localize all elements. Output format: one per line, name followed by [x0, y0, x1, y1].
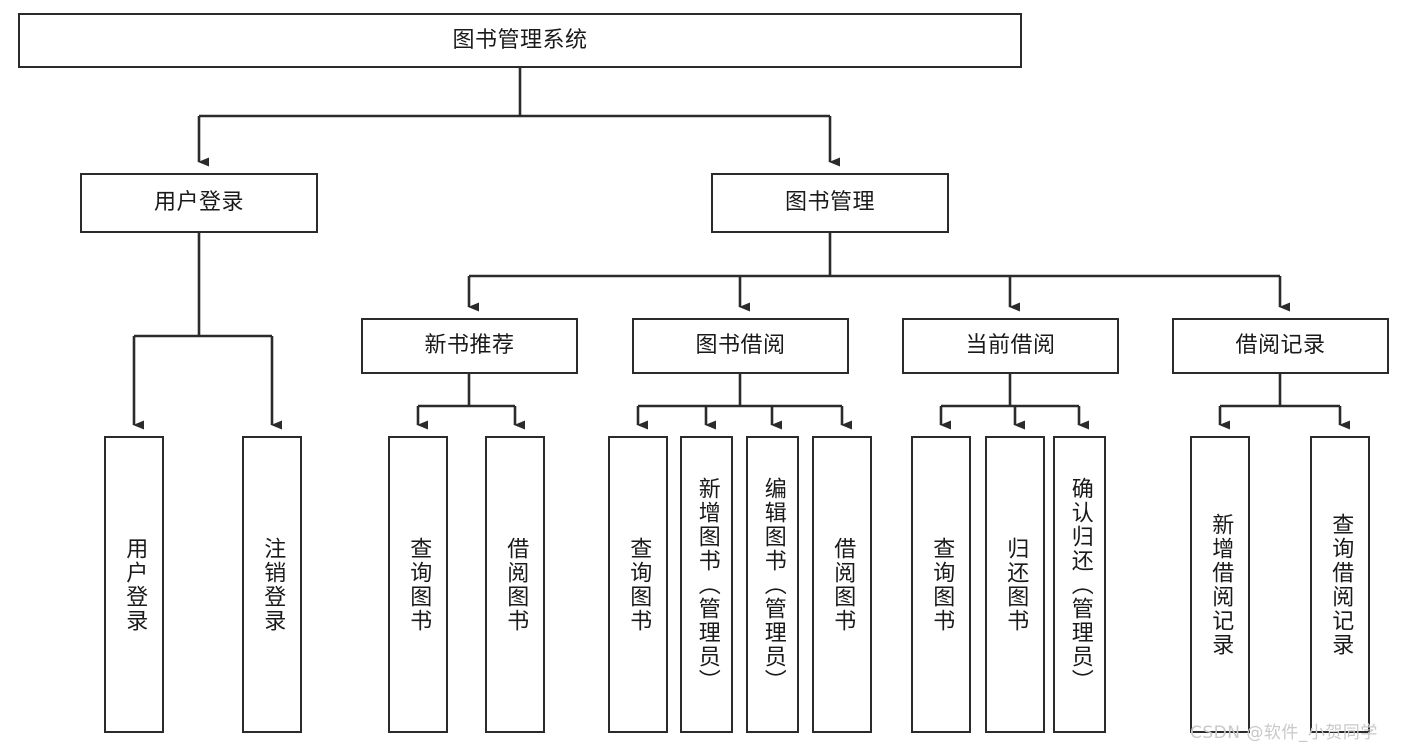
node-root-label: 图书管理系统	[452, 27, 588, 53]
node-user-login[interactable]: 用户登录	[80, 173, 318, 233]
node-leaf-add-borrow-record[interactable]: 新增借阅记录	[1190, 436, 1250, 733]
node-leaf-add-book-admin[interactable]: 新增图书（管理员）	[680, 436, 733, 733]
node-new-book-recommend[interactable]: 新书推荐	[361, 318, 578, 374]
node-leaf-query-borrow-record-label: 查询借阅记录	[1328, 512, 1354, 657]
node-current-borrow[interactable]: 当前借阅	[902, 318, 1119, 374]
node-leaf-return-book[interactable]: 归还图书	[985, 436, 1045, 733]
node-leaf-query-borrow-record[interactable]: 查询借阅记录	[1310, 436, 1370, 733]
node-book-management[interactable]: 图书管理	[711, 173, 949, 233]
node-book-borrow[interactable]: 图书借阅	[632, 318, 849, 374]
csdn-watermark: CSDN @软件_小贺同学	[1190, 723, 1378, 743]
node-leaf-user-login[interactable]: 用户登录	[104, 436, 164, 733]
node-leaf-return-book-label: 归还图书	[1003, 536, 1029, 633]
node-leaf-borrow-book-2[interactable]: 借阅图书	[812, 436, 872, 733]
node-leaf-add-book-admin-label: 新增图书（管理员）	[694, 476, 720, 693]
node-leaf-user-login-label: 用户登录	[122, 536, 148, 633]
node-leaf-query-book-1-label: 查询图书	[406, 536, 432, 633]
node-leaf-query-book-3[interactable]: 查询图书	[911, 436, 971, 733]
node-leaf-logout-label: 注销登录	[260, 536, 286, 633]
node-leaf-borrow-book-1-label: 借阅图书	[503, 536, 529, 633]
node-leaf-confirm-return-admin-label: 确认归还（管理员）	[1067, 476, 1093, 693]
node-leaf-borrow-book-1[interactable]: 借阅图书	[485, 436, 545, 733]
node-leaf-query-book-3-label: 查询图书	[929, 536, 955, 633]
node-book-borrow-label: 图书借阅	[695, 333, 786, 359]
node-current-borrow-label: 当前借阅	[965, 333, 1056, 359]
node-borrow-record[interactable]: 借阅记录	[1172, 318, 1389, 374]
node-book-management-label: 图书管理	[784, 190, 875, 216]
node-user-login-label: 用户登录	[153, 190, 244, 216]
node-root[interactable]: 图书管理系统	[18, 13, 1022, 68]
node-leaf-edit-book-admin-label: 编辑图书（管理员）	[760, 476, 786, 693]
node-leaf-confirm-return-admin[interactable]: 确认归还（管理员）	[1053, 436, 1106, 733]
node-leaf-borrow-book-2-label: 借阅图书	[830, 536, 856, 633]
node-leaf-add-borrow-record-label: 新增借阅记录	[1208, 512, 1234, 657]
node-leaf-query-book-1[interactable]: 查询图书	[388, 436, 448, 733]
node-leaf-logout[interactable]: 注销登录	[242, 436, 302, 733]
node-borrow-record-label: 借阅记录	[1235, 333, 1326, 359]
node-leaf-query-book-2-label: 查询图书	[626, 536, 652, 633]
node-new-book-recommend-label: 新书推荐	[424, 333, 515, 359]
node-leaf-query-book-2[interactable]: 查询图书	[608, 436, 668, 733]
node-leaf-edit-book-admin[interactable]: 编辑图书（管理员）	[746, 436, 799, 733]
